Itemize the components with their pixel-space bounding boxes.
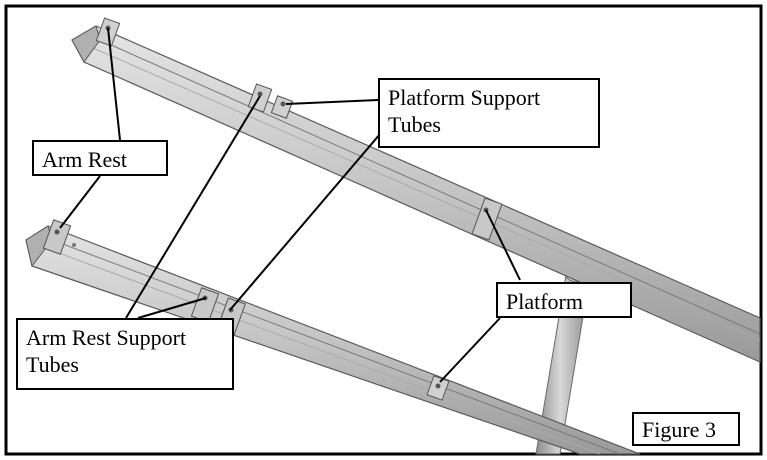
label-platform-support-tubes-line1: Platform Support <box>388 85 541 110</box>
leader-arm-rest-support-1 <box>125 95 261 319</box>
label-arm-rest-support-tubes: Arm Rest Support Tubes <box>16 318 234 390</box>
leader-platform-support-1 <box>285 99 379 105</box>
lower-rail-tabs <box>42 219 450 401</box>
label-arm-rest: Arm Rest <box>32 140 168 176</box>
leader-platform-lower <box>439 317 501 383</box>
label-platform: Platform <box>496 282 632 318</box>
leader-arm-rest-lower <box>59 175 101 229</box>
label-arm-rest-support-tubes-line2: Tubes <box>26 352 79 377</box>
upper-rail <box>71 25 761 363</box>
label-figure-number: Figure 3 <box>632 412 740 446</box>
leader-platform-upper <box>485 209 521 281</box>
label-platform-support-tubes: Platform Support Tubes <box>378 78 600 148</box>
label-figure-number-text: Figure 3 <box>642 417 716 442</box>
label-platform-text: Platform <box>506 289 583 314</box>
label-platform-support-tubes-line2: Tubes <box>388 112 441 137</box>
leader-lines <box>59 27 521 383</box>
leader-platform-support-2 <box>229 119 393 311</box>
leader-arm-rest-support-2 <box>137 297 207 319</box>
leader-arm-rest-upper <box>107 27 121 141</box>
label-arm-rest-support-tubes-line1: Arm Rest Support <box>26 325 187 350</box>
label-arm-rest-text: Arm Rest <box>42 147 127 172</box>
